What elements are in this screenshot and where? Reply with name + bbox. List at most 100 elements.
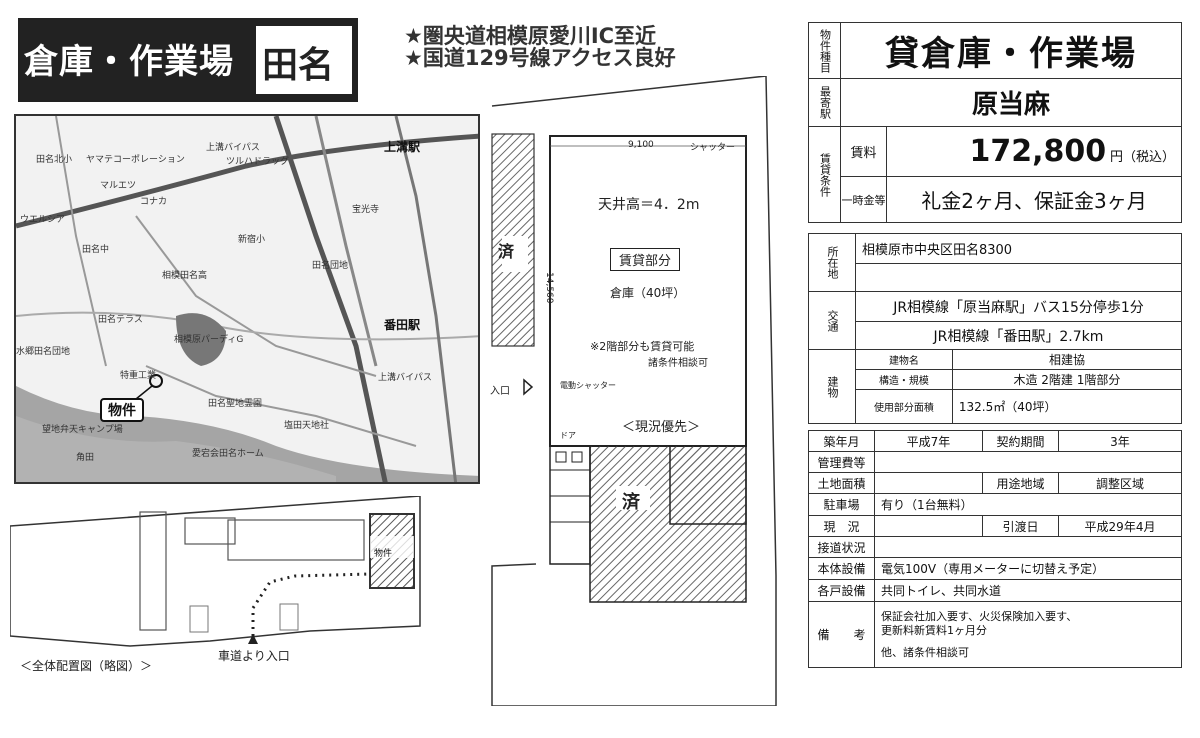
spec-table: 築年月 平成7年 契約期間 3年 管理費等 土地面積 用途地域 調整区域 駐車場… [808,430,1182,668]
tagline-ic: ★圏央道相模原愛川IC至近 [404,24,657,48]
area-map: 上溝駅 番田駅 田名北小 ヤマテコーポレーション 上溝バイパス ツルハドラッグ … [14,114,480,484]
contract-label: 契約期間 [982,430,1059,452]
structure-value: 木造 2階建 1階部分 [951,369,1183,390]
map-label: 田名テラス [98,315,143,325]
parking-label: 駐車場 [808,493,875,516]
unit-facility-value: 共同トイレ、共同水道 [874,579,1182,602]
height-dimension: 14,560 [544,272,554,304]
station-value: 原当麻 [840,78,1182,127]
entrance-label: 入口 [490,386,510,397]
onetime-label: 一時金等 [840,176,887,223]
traffic-1: JR相模線「原当麻駅」バス15分停歩1分 [854,291,1183,322]
onetime-value: 礼金2ヶ月、保証金3ヶ月 [886,176,1182,223]
location-label: 所在地 [808,233,856,292]
negotiable-note: 諸条件相談可 [648,358,708,369]
parking-value: 有り（1台無料） [874,493,1182,516]
map-label: ツルハドラッグ [226,157,290,167]
map-label: 水郷田名団地 [16,347,71,357]
electric-shutter-label: 電動シャッター [560,381,616,390]
map-label: 田名中 [82,245,110,255]
map-label: 上溝バイパス [206,143,260,153]
area-name: 田名 [262,45,335,86]
remarks-line-3: 他、諸条件相談可 [881,645,969,659]
map-label: 塩田天地社 [284,421,330,431]
map-label: 田名聖地霊園 [208,399,263,409]
ceiling-height: 天井高＝4．2m [598,197,700,213]
rent-value: 172,800 [969,134,1107,169]
terms-label: 賃貸条件 [808,126,841,223]
map-label: 相模田名高 [162,271,208,281]
map-label: 新宿小 [238,235,266,245]
rent-unit: 円（税込） [1109,150,1175,165]
land-label: 土地面積 [808,472,875,494]
map-label: 宝光寺 [352,205,380,215]
usearea-label: 使用部分面積 [854,389,953,424]
handover-value: 平成29年4月 [1058,515,1182,537]
map-label: 望地弁天キャンプ場 [42,425,123,435]
land-value [874,472,983,494]
map-label: 田名北小 [36,155,73,165]
handover-label: 引渡日 [982,515,1059,537]
mgmt-label: 管理費等 [808,451,875,473]
map-label: 特重工業 [120,371,157,381]
map-label: 相模原パーディG [174,335,244,345]
type-value: 貸倉庫・作業場 [840,22,1182,79]
facility-label: 本体設備 [808,557,875,580]
built-value: 平成7年 [874,430,983,452]
usearea-value: 132.5㎡（40坪） [951,389,1183,424]
station-banda: 番田駅 [384,318,421,332]
status-value [874,515,983,537]
map-label: 愛宕会田名ホーム [192,449,264,459]
siteplan-property-tag: 物件 [374,549,393,559]
contract-value: 3年 [1058,430,1182,452]
zoning-label: 用途地域 [982,472,1059,494]
map-graphics [16,116,478,482]
map-label: 田名団地 [312,261,349,271]
property-type-title: 倉庫・作業場 [24,42,234,82]
built-label: 築年月 [808,430,875,452]
summary-table: 物件種目 貸倉庫・作業場 最寄駅 原当麻 賃貸条件 賃料 172,800 円（税… [808,22,1182,223]
unit-facility-label: 各戸設備 [808,579,875,602]
road-value [874,536,1182,558]
detail-table: 所在地 相模原市中央区田名8300 交通 JR相模線「原当麻駅」バス15分停歩1… [808,233,1183,424]
station-kamimizo: 上溝駅 [384,140,421,154]
type-label: 物件種目 [808,22,841,79]
second-floor-note: ※2階部分も賃貸可能 [590,340,695,353]
remarks-line-1: 保証会社加入要す、火災保険加入要す、 [881,609,1078,623]
property-info-panel: 物件種目 貸倉庫・作業場 最寄駅 原当麻 賃貸条件 賃料 172,800 円（税… [808,22,1183,668]
remarks-label: 備 考 [808,601,875,668]
siteplan-entrance-label: 車道より入口 [218,649,290,663]
location-value: 相模原市中央区田名8300 [854,233,1183,264]
occupied-bottom-mark: 済 [622,492,640,513]
property-marker-label: 物件 [100,398,144,422]
map-label: ウエルシア [20,215,66,225]
remarks-line-2: 更新料新賃料1ヶ月分 [881,623,987,637]
map-label: 上溝バイパス [378,373,432,383]
current-priority-note: ＜現況優先＞ [622,420,701,435]
bname-label: 建物名 [854,349,953,370]
width-dimension: 9,100 [628,140,654,150]
road-label: 接道状況 [808,536,875,558]
occupied-left-mark: 済 [498,242,515,261]
rent-label: 賃料 [840,126,887,177]
door-label: ドア [560,431,576,440]
siteplan-caption: ＜全体配置図（略図）＞ [20,659,153,673]
tagline-route129: ★国道129号線アクセス良好 [404,46,676,70]
lease-part-label: 賃貸部分 [610,248,681,271]
traffic-2: JR相模線「番田駅」2.7km [854,321,1183,350]
map-label: マルエツ [100,181,137,191]
mgmt-value [874,451,1182,473]
area-name-box [254,24,354,96]
status-label: 現 況 [808,515,875,537]
map-label: コナカ [140,197,168,207]
map-label: ヤマテコーポレーション [86,155,185,165]
site-plan [10,496,421,647]
shutter-label: シャッター [690,143,736,153]
traffic-label: 交通 [808,291,856,350]
bname-value: 相建協 [951,349,1183,370]
station-label: 最寄駅 [808,78,841,127]
structure-label: 構造・規模 [854,369,953,390]
floor-plan [491,76,777,706]
warehouse-area: 倉庫（40坪） [610,286,686,300]
facility-value: 電気100V（専用メーターに切替え予定） [874,557,1182,580]
